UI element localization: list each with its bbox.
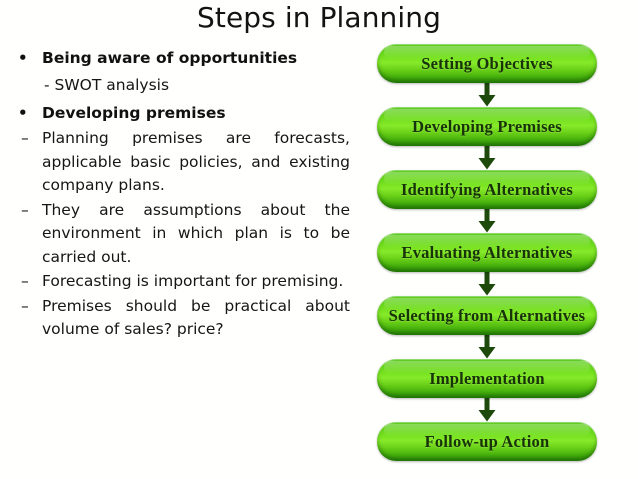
dash-marker: – [21, 272, 29, 290]
flow-step-label: Implementation [429, 368, 545, 388]
flow-step-label: Follow-up Action [424, 431, 550, 451]
list-item: – Forecasting is important for premising… [6, 270, 350, 294]
list-item-label: They are assumptions about the environme… [42, 200, 350, 266]
flow-connector [376, 209, 598, 233]
list-item-label: Planning premises are forecasts, applica… [42, 129, 350, 194]
flow-step-selecting-from-alternatives[interactable]: Selecting from Alternatives [377, 296, 597, 335]
bullet-marker: • [18, 49, 28, 67]
dash-marker: – [21, 296, 29, 315]
flow-connector [376, 272, 598, 296]
list-item-label: - SWOT analysis [44, 76, 170, 94]
flow-connector [376, 398, 598, 422]
down-arrow-icon [478, 335, 496, 359]
flow-step-identifying-alternatives[interactable]: Identifying Alternatives [377, 170, 597, 209]
bullet-marker: • [18, 104, 28, 122]
flow-step-label: Evaluating Alternatives [401, 242, 573, 262]
list-item: • Being aware of opportunities [6, 46, 350, 71]
down-arrow-icon [478, 272, 496, 296]
list-item: • Developing premises [6, 101, 350, 126]
list-item-label: Forecasting is important for premising. [42, 272, 344, 290]
flow-step-label: Selecting from Alternatives [388, 305, 586, 325]
list-item: – Premises should be practical about vol… [6, 295, 350, 342]
down-arrow-icon [478, 209, 496, 233]
flow-connector [376, 146, 598, 170]
down-arrow-icon [478, 83, 496, 107]
flow-step-evaluating-alternatives[interactable]: Evaluating Alternatives [377, 233, 597, 272]
dash-marker: – [21, 129, 29, 147]
down-arrow-icon [478, 398, 496, 422]
flow-step-implementation[interactable]: Implementation [377, 359, 597, 398]
flow-step-follow-up-action[interactable]: Follow-up Action [377, 422, 597, 461]
list-item-label: Premises should be practical about volum… [42, 296, 350, 339]
flow-connector [376, 335, 598, 359]
page-title: Steps in Planning [197, 1, 441, 34]
flowchart: Setting Objectives Developing Premises I… [376, 44, 598, 472]
list-item: – Planning premises are forecasts, appli… [6, 127, 350, 198]
flow-step-setting-objectives[interactable]: Setting Objectives [377, 44, 597, 83]
list-item-label: Developing premises [42, 104, 226, 122]
down-arrow-icon [478, 146, 496, 170]
flow-connector [376, 83, 598, 107]
flow-step-label: Setting Objectives [421, 53, 553, 73]
flow-step-label: Developing Premises [412, 116, 562, 136]
list-item-label: Being aware of opportunities [42, 49, 298, 67]
list-item: – They are assumptions about the environ… [6, 199, 350, 270]
list-item: - SWOT analysis [6, 72, 350, 99]
dash-marker: – [21, 200, 29, 219]
flow-step-developing-premises[interactable]: Developing Premises [377, 107, 597, 146]
bullet-list: • Being aware of opportunities - SWOT an… [6, 46, 350, 343]
flow-step-label: Identifying Alternatives [400, 179, 574, 199]
